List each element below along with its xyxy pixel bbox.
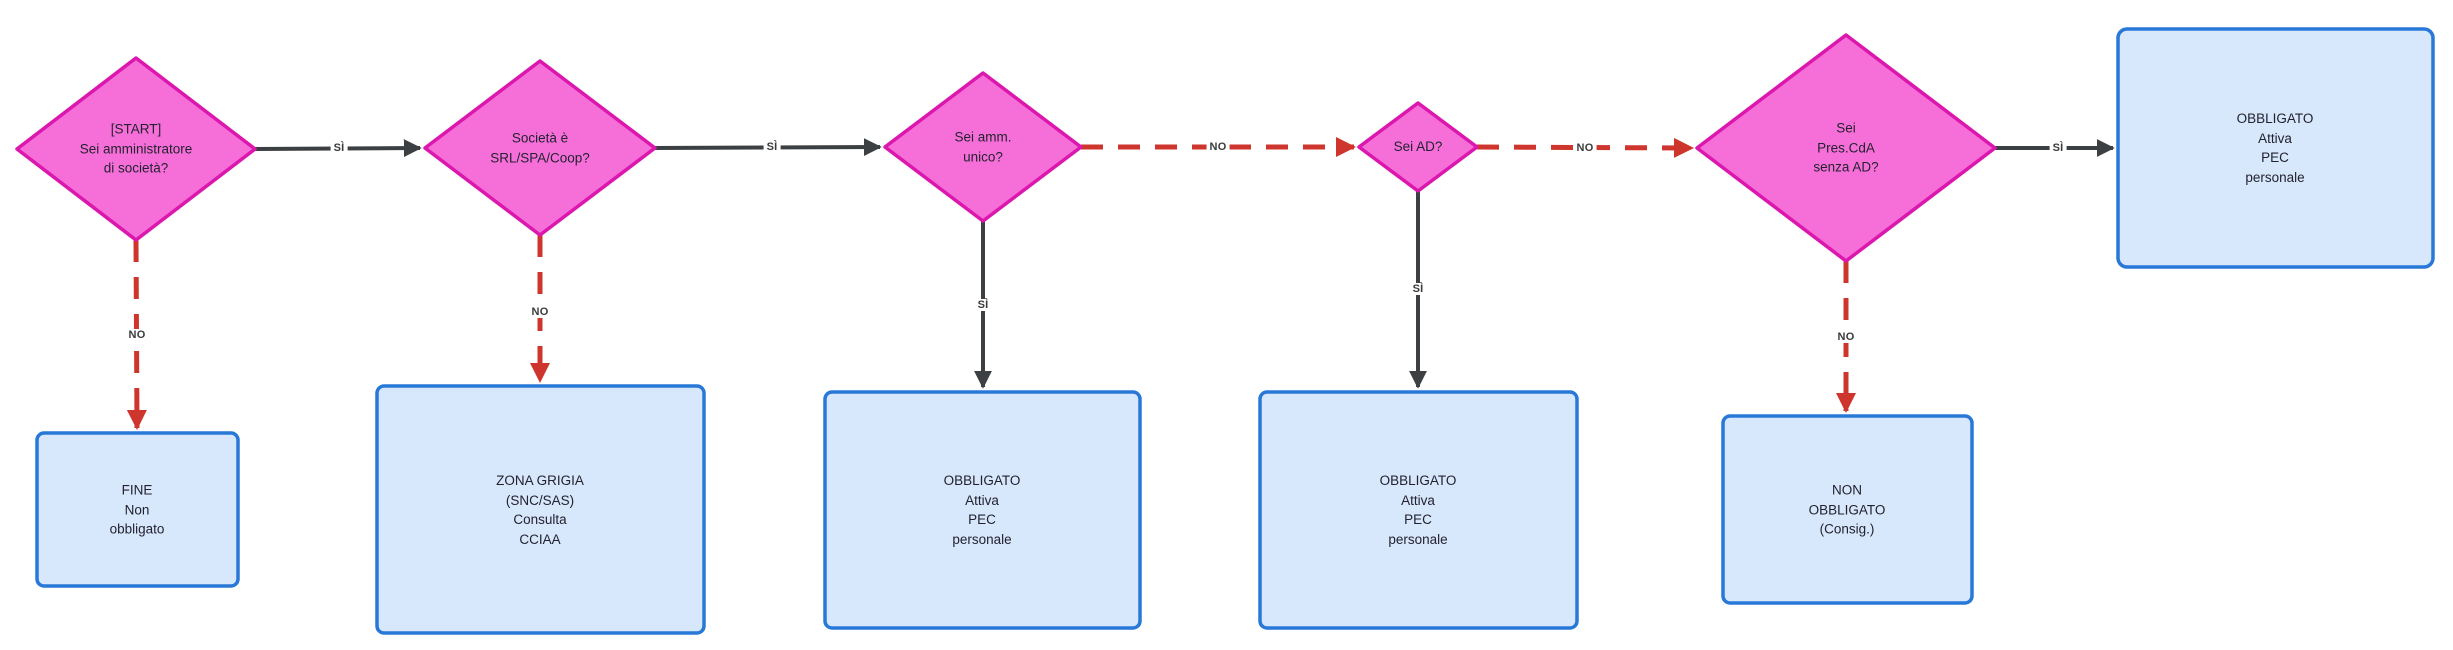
result-non-obbligato-consig: [1721, 414, 1974, 605]
result-obbligato-ad: [1258, 390, 1579, 630]
edge-start-no-label: NO: [125, 329, 149, 341]
decision-ad: [1357, 101, 1479, 193]
result-obbligato-pres-cda: [2116, 27, 2435, 269]
edge-ad-no-label: NO: [1573, 142, 1597, 154]
edge-tipo-societa-no-label: NO: [528, 306, 552, 318]
edge-amm-unico-yes-label: SÌ: [974, 299, 992, 311]
result-fine-non-obbligato: [35, 431, 240, 588]
edge-pres-cda-no-label: NO: [1834, 331, 1858, 343]
result-zona-grigia: [375, 384, 706, 635]
result-obbligato-amm-unico: [823, 390, 1142, 630]
edge-tipo-societa-yes-label: SÌ: [763, 141, 781, 153]
decision-pres-cda: [1695, 33, 1997, 263]
decision-tipo-societa: [423, 59, 657, 237]
decision-start: [15, 56, 257, 242]
edge-ad-yes-label: SÌ: [1409, 283, 1427, 295]
edge-pres-cda-yes-label: SÌ: [2049, 142, 2067, 154]
decision-amm-unico: [883, 71, 1083, 223]
edge-start-yes-label: SÌ: [330, 142, 348, 154]
edge-amm-unico-no-label: NO: [1206, 141, 1230, 153]
